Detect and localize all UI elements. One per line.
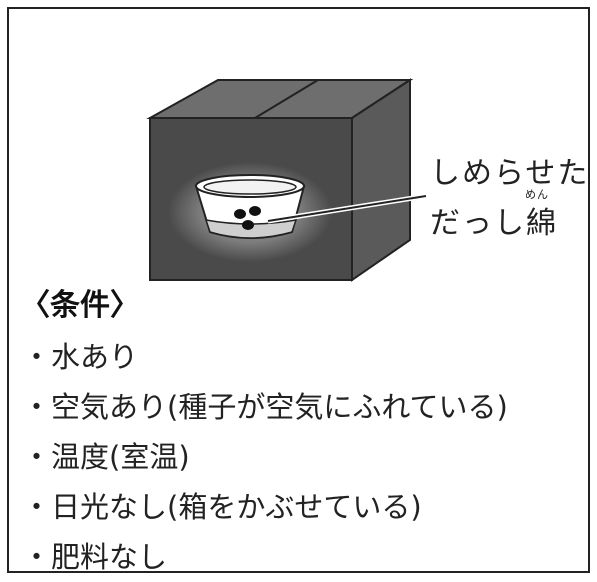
callout-label-line2: だっし綿 <box>430 206 558 241</box>
seed <box>242 220 254 230</box>
seed <box>249 206 261 216</box>
condition-item: ・空気あり(種子が空気にふれている) <box>22 390 508 424</box>
callout-leader-line <box>267 195 427 222</box>
conditions-heading: 〈条件〉 <box>20 288 140 323</box>
condition-item: ・水あり <box>22 340 139 374</box>
conditions-list: ・水あり ・空気あり(種子が空気にふれている) ・温度(室温) ・日光なし(箱を… <box>22 332 508 582</box>
callout-ruby: めん <box>525 188 549 201</box>
condition-item: ・肥料なし <box>22 540 168 574</box>
box-top-seam <box>254 79 319 119</box>
callout-label-line1: しめらせた <box>430 156 590 191</box>
condition-item: ・日光なし(箱をかぶせている) <box>22 490 422 524</box>
condition-item: ・温度(室温) <box>22 440 190 474</box>
seed <box>234 209 246 219</box>
seeds <box>234 206 261 230</box>
